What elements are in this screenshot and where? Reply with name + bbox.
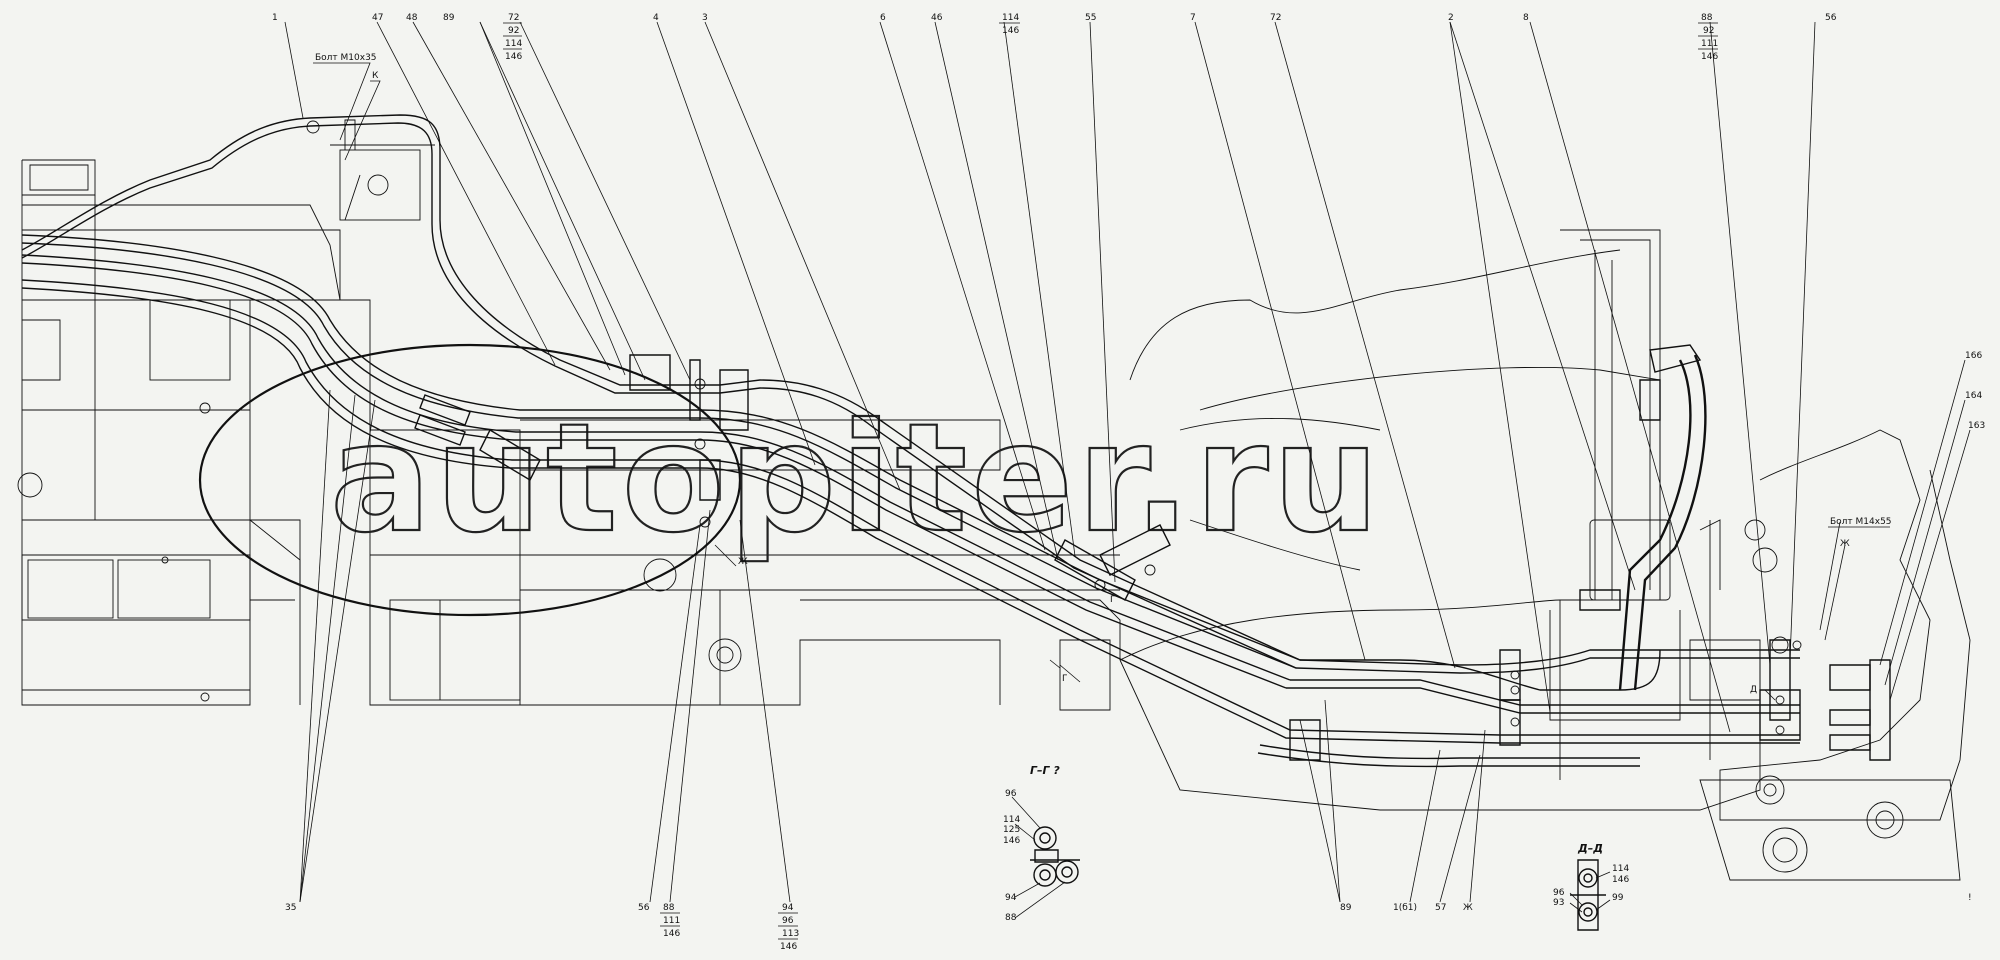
- watermark-ellipse: [198, 343, 742, 617]
- note-k: К: [372, 71, 379, 81]
- callout-4: 4: [653, 13, 659, 23]
- callout-1: 1: [272, 13, 278, 23]
- watermark-text: autopiter.ru: [330, 392, 1383, 566]
- callout-89-bottom: 89: [1340, 903, 1352, 913]
- svg-text:88: 88: [1005, 913, 1017, 923]
- callout-stack-72: 72 92 114 146: [503, 13, 522, 62]
- callout-56-bottom: 56: [638, 903, 650, 913]
- corner-mark: !: [1968, 893, 1972, 903]
- note-zh-right: Ж: [1840, 539, 1850, 549]
- section-g-g: Г–Г ? 96 114 125 146 94 88: [1003, 764, 1080, 923]
- right-callouts: 166 164 163: [1965, 351, 1985, 431]
- section-d-d: Д–Д 114 146 96 93 99: [1553, 842, 1629, 931]
- bottom-callouts: 35 56 88 111 146 94 96 113 146 89 1(б1) …: [285, 903, 1473, 952]
- svg-text:114: 114: [1002, 13, 1019, 23]
- svg-text:113: 113: [782, 929, 799, 939]
- callout-48: 48: [406, 13, 418, 23]
- svg-text:88: 88: [663, 903, 675, 913]
- callout-56: 56: [1825, 13, 1837, 23]
- svg-text:93: 93: [1553, 898, 1564, 908]
- callout-163: 163: [1968, 421, 1985, 431]
- svg-text:146: 146: [780, 942, 797, 952]
- section-g-g-title: Г–Г ?: [1030, 764, 1060, 777]
- svg-text:146: 146: [1002, 26, 1019, 36]
- section-d-d-title: Д–Д: [1577, 842, 1603, 855]
- svg-text:146: 146: [505, 52, 522, 62]
- note-g-lower: Г: [1062, 674, 1068, 684]
- callout-35: 35: [285, 903, 296, 913]
- callout-7: 7: [1190, 13, 1196, 23]
- note-zh-left: Ж: [738, 557, 748, 567]
- callout-57: 57: [1435, 903, 1446, 913]
- svg-text:114: 114: [1003, 815, 1020, 825]
- callout-46: 46: [931, 13, 943, 23]
- svg-text:111: 111: [663, 916, 680, 926]
- callout-stack-88-bottom: 88 111 146: [660, 903, 680, 939]
- callout-55: 55: [1085, 13, 1096, 23]
- svg-text:146: 146: [1612, 875, 1629, 885]
- hydraulic-lines: [21, 114, 1891, 768]
- callout-47: 47: [372, 13, 383, 23]
- svg-text:111: 111: [1701, 39, 1718, 49]
- callout-89: 89: [443, 13, 455, 23]
- callout-166: 166: [1965, 351, 1982, 361]
- svg-text:96: 96: [1553, 888, 1565, 898]
- callout-3: 3: [702, 13, 708, 23]
- svg-text:92: 92: [508, 26, 519, 36]
- note-d: Д: [1750, 685, 1757, 695]
- svg-text:146: 146: [1701, 52, 1718, 62]
- svg-text:146: 146: [1003, 836, 1020, 846]
- svg-text:94: 94: [782, 903, 794, 913]
- svg-text:92: 92: [1703, 26, 1714, 36]
- svg-text:96: 96: [1005, 789, 1017, 799]
- svg-text:72: 72: [508, 13, 519, 23]
- note-bolt-m14: Болт М14х55: [1830, 517, 1892, 527]
- leader-lines: [284, 21, 1971, 903]
- svg-text:99: 99: [1612, 893, 1624, 903]
- callout-8: 8: [1523, 13, 1529, 23]
- callout-6: 6: [880, 13, 886, 23]
- callout-stack-94-bottom: 94 96 113 146: [778, 903, 799, 952]
- note-bolt-m10: Болт М10х35: [315, 53, 377, 63]
- svg-text:114: 114: [1612, 864, 1629, 874]
- callout-2: 2: [1448, 13, 1454, 23]
- top-callouts: 1 47 48 89 72 92 114 146 4 3 6 46 114 14…: [272, 13, 1837, 62]
- svg-text:88: 88: [1701, 13, 1713, 23]
- svg-text:146: 146: [663, 929, 680, 939]
- callout-1b1: 1(б1): [1393, 903, 1417, 913]
- callout-zh-bottom: Ж: [1463, 903, 1473, 913]
- callout-stack-88: 88 92 111 146: [1698, 13, 1718, 62]
- annotation-notes: Болт М10х35 К Болт М14х55 Ж Ж Г Г Д: [313, 53, 1892, 701]
- svg-text:125: 125: [1003, 825, 1020, 835]
- note-g-upper: Г: [1110, 595, 1116, 605]
- svg-text:94: 94: [1005, 893, 1017, 903]
- callout-164: 164: [1965, 391, 1982, 401]
- callout-stack-114-146: 114 146: [999, 13, 1020, 36]
- svg-text:96: 96: [782, 916, 794, 926]
- svg-text:114: 114: [505, 39, 522, 49]
- callout-72b: 72: [1270, 13, 1281, 23]
